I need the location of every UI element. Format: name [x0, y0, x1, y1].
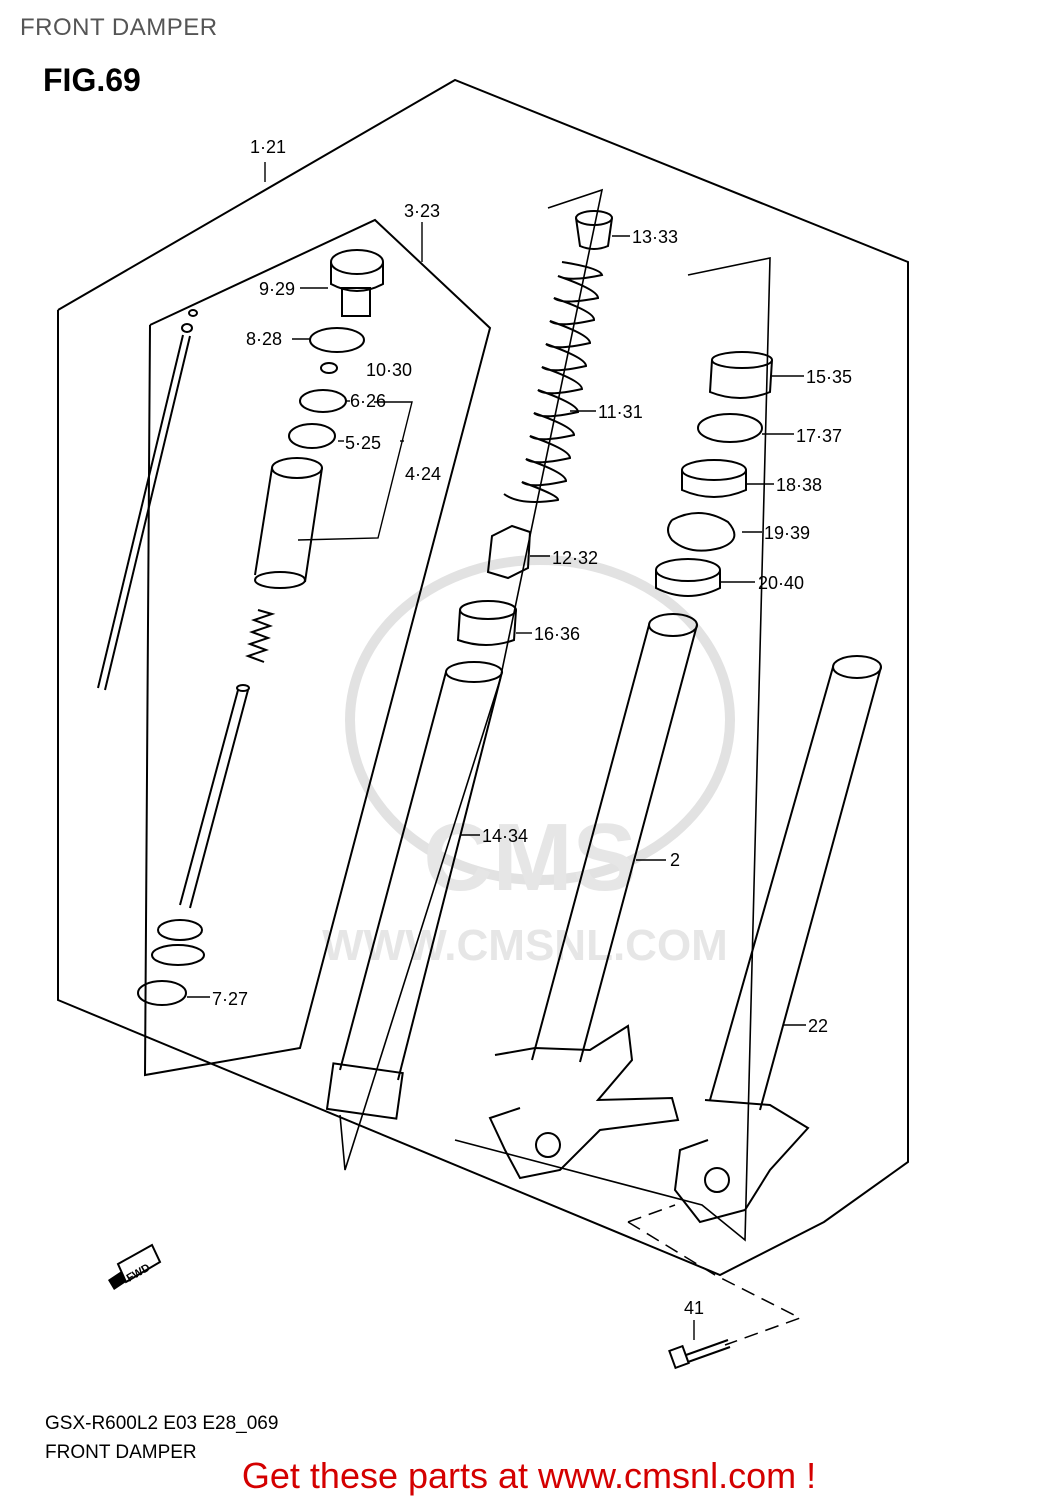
collar — [575, 210, 613, 250]
retaining-clip — [667, 512, 736, 552]
footer-model-code: GSX-R600L2 E03 E28_069 — [45, 1413, 279, 1434]
footer-section-title: FRONT DAMPER — [45, 1442, 197, 1463]
outer-tube-outline — [339, 188, 604, 1171]
assembly-outline-1-21 — [57, 78, 909, 1277]
callout-41: 41 — [684, 1298, 704, 1318]
callout-5-25: 5·25 — [345, 433, 381, 453]
watermark: CMS WWW.CMSNL.COM — [322, 555, 735, 970]
callout-7-27: 7·27 — [212, 989, 248, 1009]
damper-rod-long — [97, 309, 198, 691]
bolt — [668, 1339, 731, 1370]
callout-leaders — [187, 162, 806, 1340]
nut — [320, 362, 338, 374]
main-spring — [503, 261, 604, 503]
callout-15-35: 15·35 — [806, 367, 852, 387]
washer — [697, 413, 763, 443]
callout-16-36: 16·36 — [534, 624, 580, 644]
inner-tube — [325, 661, 503, 1120]
callout-3-23: 3·23 — [404, 201, 440, 221]
callout-4-24: 4·24 — [405, 464, 441, 484]
small-spring — [245, 609, 276, 663]
inner-tube-outline — [454, 257, 771, 1242]
callout-10-30: 10·30 — [366, 360, 412, 380]
cartridge-outline-3-23 — [143, 218, 492, 1077]
callout-18-38: 18·38 — [776, 475, 822, 495]
bushing-16-36 — [456, 600, 517, 646]
bushing-15-35 — [708, 351, 773, 399]
callout-17-37: 17·37 — [796, 426, 842, 446]
dust-seal — [655, 558, 721, 597]
bolt-leader-dashed — [627, 1204, 802, 1346]
oil-seal — [681, 459, 747, 498]
callout-6-26: 6·26 — [350, 391, 386, 411]
figure-number: FIG.69 — [43, 62, 141, 98]
callout-22: 22 — [808, 1016, 828, 1036]
callout-12-32: 12·32 — [552, 548, 598, 568]
page-header: FRONT DAMPER — [20, 14, 218, 41]
callout-13-33: 13·33 — [632, 227, 678, 247]
outer-tube-22 — [673, 655, 882, 1224]
callout-14-34: 14·34 — [482, 826, 528, 846]
promo-link[interactable]: Get these parts at www.cmsnl.com ! — [241, 1455, 817, 1496]
callout-8-28: 8·28 — [246, 329, 282, 349]
o-ring — [309, 327, 365, 353]
cap-bolt — [330, 249, 384, 317]
callout-1-21: 1·21 — [250, 137, 286, 157]
callout-20-40: 20·40 — [758, 573, 804, 593]
inner-rod — [151, 684, 250, 966]
callout-19-39: 19·39 — [764, 523, 810, 543]
watermark-brand: CMS — [423, 804, 636, 911]
callout-2: 2 — [670, 850, 680, 870]
callout-11-31: 11·31 — [598, 402, 643, 422]
watermark-url: WWW.CMSNL.COM — [322, 921, 728, 970]
ring-7-27 — [137, 980, 187, 1006]
ring-6-26 — [299, 389, 347, 413]
cartridge-cylinder — [254, 457, 323, 589]
callout-9-29: 9·29 — [259, 279, 295, 299]
hex-nut — [486, 524, 532, 580]
outer-tube-2 — [488, 613, 698, 1180]
ring-5-25 — [288, 423, 336, 449]
fwd-direction-badge — [108, 1243, 162, 1290]
